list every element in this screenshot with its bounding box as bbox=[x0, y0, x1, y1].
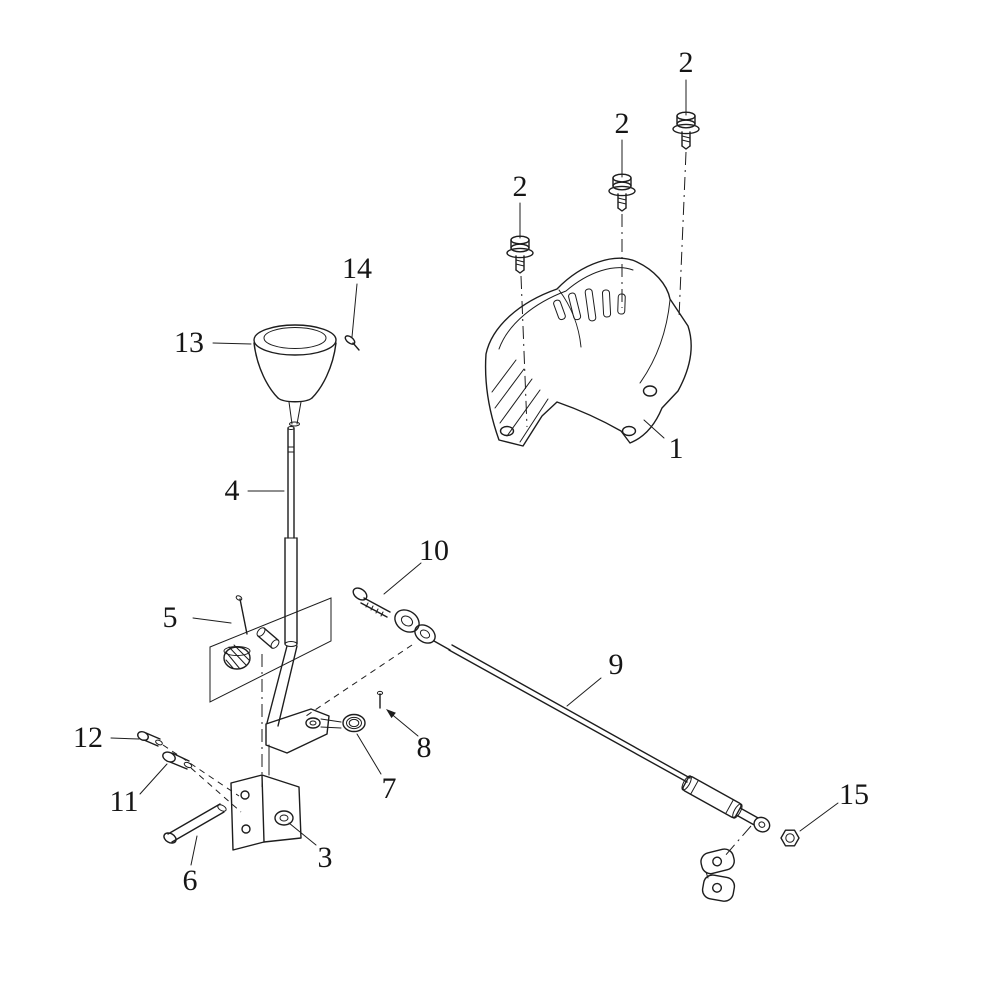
leader-lines bbox=[110, 79, 839, 866]
mounting-plate bbox=[209, 597, 332, 703]
callout-part-9: 9 bbox=[608, 648, 624, 681]
callout-part-13: 13 bbox=[174, 326, 204, 359]
callout-part-3: 3 bbox=[317, 841, 333, 874]
callout-part-7: 7 bbox=[381, 772, 397, 805]
part-13-shift-knob bbox=[253, 324, 337, 427]
callout-part-1: 1 bbox=[668, 432, 684, 465]
callout-part-2: 2 bbox=[614, 107, 630, 140]
callout-part-15: 15 bbox=[839, 778, 869, 811]
part-2-screw-middle bbox=[608, 173, 636, 308]
callout-part-2: 2 bbox=[678, 46, 694, 79]
part-2-screw-left bbox=[506, 235, 534, 428]
cable-mount-bracket bbox=[700, 848, 736, 902]
callout-part-11: 11 bbox=[109, 785, 139, 818]
callout-part-10: 10 bbox=[419, 534, 449, 567]
part-4-lever-shaft bbox=[284, 426, 298, 647]
part-6-clevis-pin bbox=[163, 803, 227, 844]
part-5-pin-and-damper bbox=[223, 595, 280, 670]
callout-part-6: 6 bbox=[182, 864, 198, 897]
part-2-screw-right bbox=[672, 111, 700, 319]
callout-part-4: 4 bbox=[224, 474, 240, 507]
lever-lower-arm bbox=[261, 645, 298, 787]
part-7-flange-nut bbox=[342, 713, 366, 733]
callout-part-14: 14 bbox=[342, 252, 372, 285]
callout-part-5: 5 bbox=[162, 601, 178, 634]
callout-part-8: 8 bbox=[416, 731, 432, 764]
part-12-bolt bbox=[137, 730, 240, 797]
part-14-knob-screw bbox=[344, 335, 360, 351]
part-10-cable-end-bolt bbox=[352, 587, 391, 618]
part-15-nut bbox=[780, 829, 800, 847]
part-8-pin bbox=[376, 690, 384, 709]
part-9-shift-cable bbox=[305, 609, 771, 858]
callout-part-2: 2 bbox=[512, 170, 528, 203]
part-1-shifter-base-bracket bbox=[484, 257, 692, 447]
part-3-bracket-assembly bbox=[230, 708, 342, 851]
callout-part-12: 12 bbox=[73, 721, 103, 754]
part-11-bolt bbox=[162, 751, 242, 813]
